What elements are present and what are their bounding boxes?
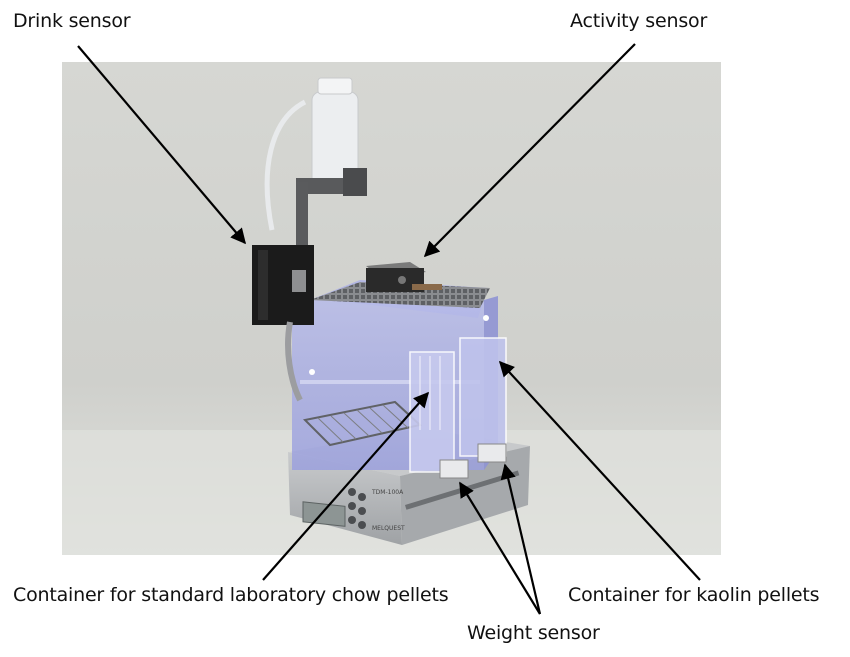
weight-sensor-arrow-right xyxy=(500,463,542,615)
drink-sensor-label: Drink sensor xyxy=(13,10,131,32)
weight-sensor-arrow-left xyxy=(459,481,541,615)
chow-container xyxy=(409,351,455,473)
activity-sensor-label: Activity sensor xyxy=(570,10,708,32)
brand-text: MELQUEST xyxy=(372,525,405,532)
chow-container-label: Container for standard laboratory chow p… xyxy=(13,584,449,606)
kaolin-container-arrow xyxy=(498,360,701,581)
water-bottle xyxy=(264,77,367,252)
drink-sensor-arrow xyxy=(77,45,246,245)
mesh-lid xyxy=(310,282,490,308)
weight-sensor-label: Weight sensor xyxy=(467,622,600,644)
kaolin-container-label: Container for kaolin pellets xyxy=(568,584,820,606)
activity-sensor-arrow xyxy=(423,43,636,258)
activity-sensor-device xyxy=(366,262,442,292)
annotation-arrows xyxy=(77,43,701,615)
lcd-display xyxy=(302,501,346,527)
chow-container-arrow xyxy=(262,391,430,581)
kaolin-container xyxy=(459,337,507,457)
food-containers xyxy=(409,337,507,479)
model-text: TDM-100A xyxy=(371,489,404,496)
drink-sensor-device xyxy=(252,245,314,402)
